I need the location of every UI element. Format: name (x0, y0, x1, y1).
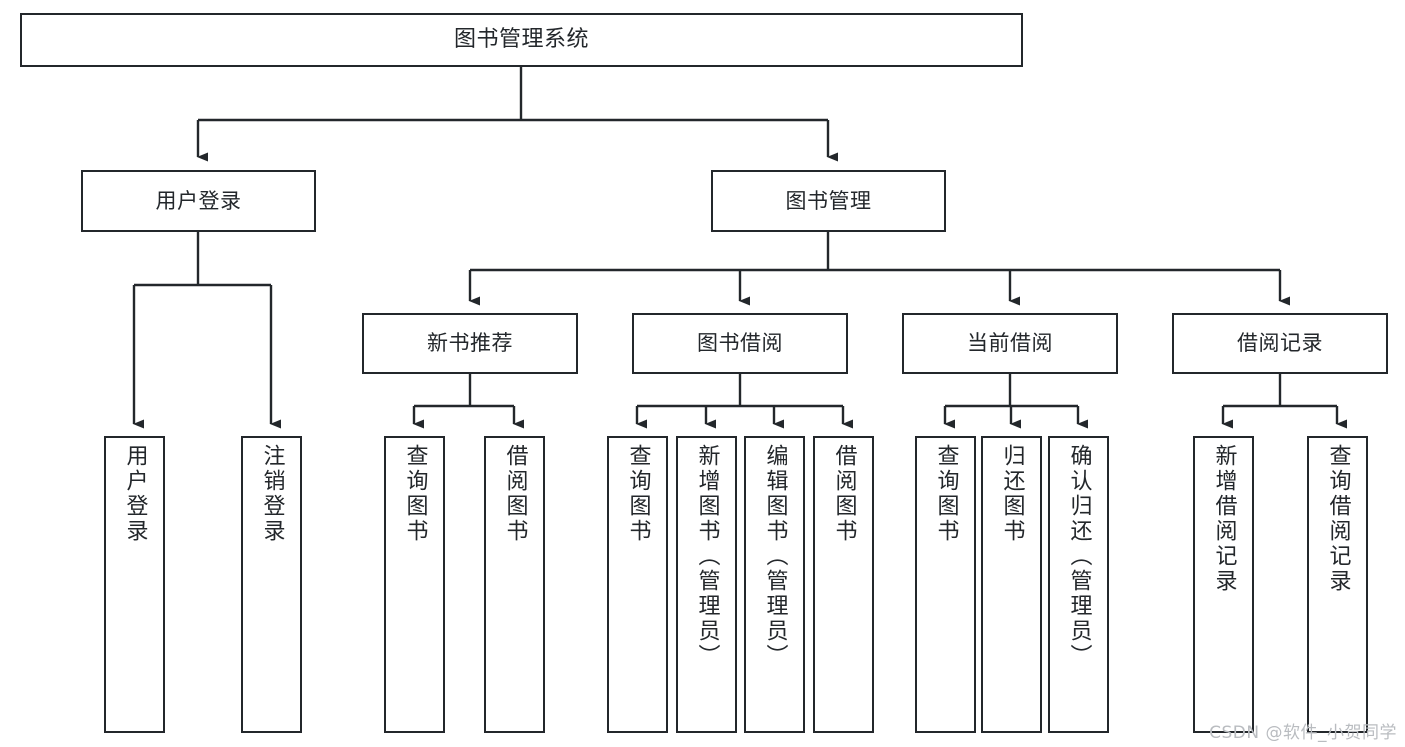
node-new-book-recommend[interactable]: 新书推荐 (362, 313, 578, 374)
leaf-add-book-admin[interactable]: 新增图书（管理员） (676, 436, 737, 733)
node-label: 编辑图书（管理员） (762, 444, 788, 669)
node-label: 新书推荐 (427, 331, 513, 356)
node-book-management[interactable]: 图书管理 (711, 170, 946, 232)
leaf-return-book[interactable]: 归还图书 (981, 436, 1042, 733)
leaf-borrow-book[interactable]: 借阅图书 (813, 436, 874, 733)
node-label: 用户登录 (122, 444, 148, 544)
node-label: 归还图书 (999, 444, 1025, 544)
node-label: 新增借阅记录 (1211, 444, 1237, 594)
leaf-query-book-borrow[interactable]: 查询图书 (607, 436, 668, 733)
leaf-user-login[interactable]: 用户登录 (104, 436, 165, 733)
node-label: 图书借阅 (697, 331, 783, 356)
node-label: 新增图书（管理员） (694, 444, 720, 669)
node-label: 查询图书 (625, 444, 651, 544)
node-label: 借阅记录 (1237, 331, 1323, 356)
leaf-logout[interactable]: 注销登录 (241, 436, 302, 733)
node-label: 借阅图书 (502, 444, 528, 544)
node-label: 查询借阅记录 (1325, 444, 1351, 594)
node-label: 借阅图书 (831, 444, 857, 544)
node-label: 查询图书 (402, 444, 428, 544)
leaf-borrow-book-recommend[interactable]: 借阅图书 (484, 436, 545, 733)
node-label: 确认归还（管理员） (1066, 444, 1092, 669)
leaf-query-book-current[interactable]: 查询图书 (915, 436, 976, 733)
node-label: 查询图书 (933, 444, 959, 544)
leaf-query-borrow-record[interactable]: 查询借阅记录 (1307, 436, 1368, 733)
node-label: 当前借阅 (967, 331, 1053, 356)
node-label: 图书管理系统 (453, 27, 589, 53)
watermark: CSDN @软件_小贺同学 (1209, 723, 1397, 743)
leaf-edit-book-admin[interactable]: 编辑图书（管理员） (744, 436, 805, 733)
leaf-add-borrow-record[interactable]: 新增借阅记录 (1193, 436, 1254, 733)
node-borrow-record[interactable]: 借阅记录 (1172, 313, 1388, 374)
leaf-query-book-recommend[interactable]: 查询图书 (384, 436, 445, 733)
node-label: 用户登录 (155, 188, 242, 213)
node-current-borrow[interactable]: 当前借阅 (902, 313, 1118, 374)
node-label: 图书管理 (785, 188, 872, 213)
leaf-confirm-return-admin[interactable]: 确认归还（管理员） (1048, 436, 1109, 733)
node-book-borrow[interactable]: 图书借阅 (632, 313, 848, 374)
node-root-system[interactable]: 图书管理系统 (20, 13, 1023, 67)
node-user-login[interactable]: 用户登录 (81, 170, 316, 232)
node-label: 注销登录 (259, 444, 285, 544)
